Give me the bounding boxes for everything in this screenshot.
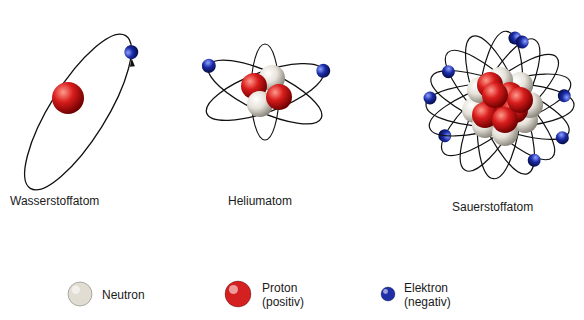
legend-swatch <box>225 281 251 307</box>
legend-swatch <box>381 287 395 301</box>
legend-text: Elektron (negativ) <box>404 281 468 309</box>
helium-atom <box>194 44 337 140</box>
sphere-highlight <box>383 289 388 294</box>
legend-sphere <box>223 279 253 309</box>
oxygen-atom <box>423 28 579 182</box>
legend-sphere <box>379 285 397 303</box>
legend-sphere <box>66 280 94 308</box>
legend-text: Neutron <box>102 288 145 302</box>
sphere-highlight <box>72 286 80 294</box>
sphere-highlight <box>229 285 238 294</box>
atom-label: Wasserstoffatom <box>10 194 99 208</box>
hydrogen-atom <box>7 21 150 203</box>
legend-text: Proton (positiv) <box>262 281 324 309</box>
atom-label: Heliumatom <box>228 194 292 208</box>
atom-label: Sauerstoffatom <box>452 200 533 214</box>
legend-swatch <box>68 282 92 306</box>
